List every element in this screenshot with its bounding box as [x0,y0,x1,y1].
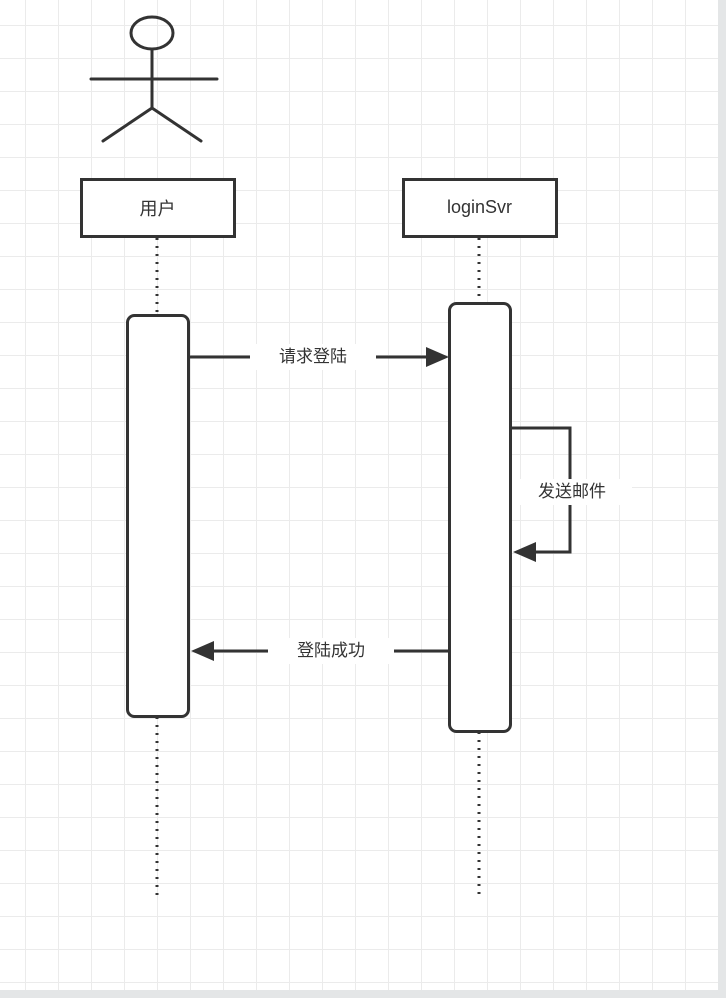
activation-bar-loginsvr[interactable] [448,302,512,733]
lifeline-box-loginsvr[interactable] [402,178,558,238]
canvas-edge-bottom [0,990,726,998]
actor-leg-right[interactable] [150,106,203,143]
message-label-request-login: 请求登陆 [250,344,376,370]
message-label-login-success: 登陆成功 [268,638,394,664]
lifeline-box-user[interactable] [80,178,236,238]
activation-bar-user[interactable] [126,314,190,718]
lifeline-label-loginsvr: loginSvr [446,197,513,217]
arrowhead-right-icon [426,347,449,367]
actor-stick-figure[interactable] [89,15,219,143]
actor-head[interactable] [129,15,175,51]
arrowhead-left-icon [191,641,214,661]
actor-leg-left[interactable] [101,106,154,143]
canvas-edge-right [718,0,726,998]
arrowhead-left-icon [513,542,536,562]
message-label-send-mail: 发送邮件 [512,479,632,505]
lifeline-label-user: 用户 [139,198,176,219]
